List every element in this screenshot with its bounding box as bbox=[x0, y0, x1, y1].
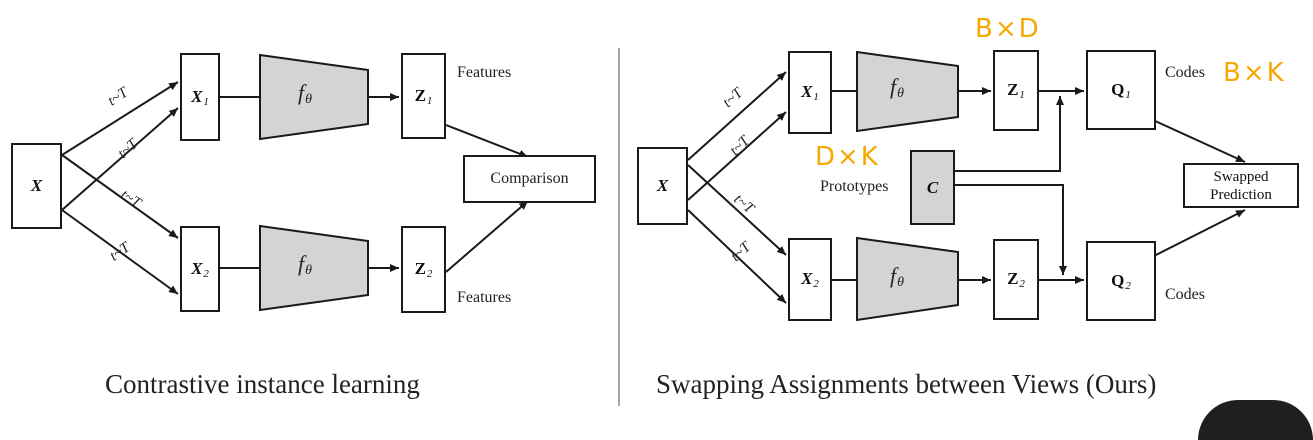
right-input-x-label: X bbox=[656, 176, 669, 195]
right-view-x1-box: X1 bbox=[788, 51, 832, 134]
right-view-x1-var: X bbox=[801, 82, 813, 101]
annotation-features-dim: B×D bbox=[975, 14, 1041, 44]
feature-z2-box: Z2 bbox=[401, 226, 446, 313]
right-view-x1-sub: 1 bbox=[813, 91, 819, 103]
code-q2-var: Q bbox=[1111, 270, 1125, 290]
view-x2-box: X2 bbox=[180, 226, 220, 312]
right-feature-z2-sub: 2 bbox=[1019, 278, 1025, 290]
line-c-to-q2-junction bbox=[955, 184, 1067, 275]
feature-z2-sub: 2 bbox=[426, 268, 433, 280]
arrow-x-to-x2-lower bbox=[61, 209, 179, 295]
feature-z1-sub: 1 bbox=[426, 94, 433, 107]
arrow-q1-to-swapped bbox=[1141, 114, 1246, 163]
view-x1-var: X bbox=[191, 86, 203, 106]
swapped-prediction-line1: Swapped bbox=[1213, 168, 1269, 185]
right-input-x-box: X bbox=[637, 147, 688, 225]
connector-layer bbox=[61, 48, 1246, 406]
codes-label-bottom: Codes bbox=[1165, 286, 1205, 303]
right-view-x2-var: X bbox=[801, 269, 813, 288]
right-feature-z2-box: Z2 bbox=[993, 239, 1039, 320]
prototypes-c-box: C bbox=[910, 150, 955, 225]
swapped-prediction-line2: Prediction bbox=[1210, 186, 1272, 203]
code-q2-box: Q2 bbox=[1086, 241, 1156, 321]
swapped-prediction-box: Swapped Prediction bbox=[1183, 163, 1299, 208]
annotation-codes-dim: B×K bbox=[1223, 58, 1286, 88]
view-x2-var: X bbox=[191, 258, 203, 278]
comparison-label: Comparison bbox=[490, 170, 569, 187]
feature-z1-box: Z1 bbox=[401, 53, 446, 139]
right-feature-z2-var: Z bbox=[1007, 269, 1019, 288]
code-q1-var: Q bbox=[1111, 79, 1125, 99]
arrow-rx-to-x2-upper bbox=[687, 164, 787, 256]
view-x2-sub: 2 bbox=[203, 267, 209, 280]
arrow-rx-to-x1-lower bbox=[687, 111, 787, 201]
right-view-x2-sub: 2 bbox=[813, 278, 819, 290]
view-x1-sub: 1 bbox=[203, 95, 209, 108]
diagram-canvas: X X1 X2 fθ fθ Z1 Z2 Features Features Co… bbox=[11, 14, 1313, 440]
comparison-box: Comparison bbox=[463, 155, 596, 203]
code-q2-sub: 2 bbox=[1125, 279, 1131, 292]
encoder-trapezoid-right-top bbox=[856, 50, 959, 133]
arrow-z1-to-comparison bbox=[445, 124, 529, 158]
encoder-trapezoid-right-bottom bbox=[856, 236, 959, 322]
arrow-z2-to-comparison bbox=[445, 200, 529, 273]
encoder-trapezoid-top bbox=[259, 53, 369, 141]
annotation-prototypes-dim: D×K bbox=[815, 142, 880, 172]
features-label-bottom: Features bbox=[457, 289, 512, 306]
right-feature-z1-box: Z1 bbox=[993, 50, 1039, 131]
encoder-label-top: fθ bbox=[298, 80, 313, 107]
right-caption: Swapping Assignments between Views (Ours… bbox=[656, 369, 1157, 399]
features-label-top: Features bbox=[457, 64, 512, 81]
left-caption: Contrastive instance learning bbox=[105, 369, 420, 399]
input-x-label: X bbox=[30, 176, 43, 195]
arrow-rx-to-x1-upper bbox=[687, 71, 787, 161]
arrow-x-to-x1-upper bbox=[61, 81, 179, 156]
encoder-label-bottom: fθ bbox=[298, 251, 313, 278]
arrow-x-to-x1-lower bbox=[61, 107, 179, 211]
input-x-box: X bbox=[11, 143, 62, 229]
right-view-x2-box: X2 bbox=[788, 238, 832, 321]
prototypes-label: Prototypes bbox=[820, 178, 889, 195]
line-c-to-q1-junction bbox=[955, 96, 1064, 172]
right-encoder-label-top: fθ bbox=[890, 74, 905, 101]
right-feature-z1-sub: 1 bbox=[1019, 89, 1025, 101]
code-q1-box: Q1 bbox=[1086, 50, 1156, 130]
prototypes-c-var: C bbox=[926, 177, 939, 197]
arrow-q2-to-swapped bbox=[1141, 209, 1246, 263]
right-encoder-label-bottom: fθ bbox=[890, 263, 905, 290]
codes-label-top: Codes bbox=[1165, 64, 1205, 81]
right-feature-z1-var: Z bbox=[1007, 80, 1019, 99]
arrow-rx-to-x2-lower bbox=[687, 209, 787, 304]
feature-z1-var: Z bbox=[414, 85, 426, 105]
encoder-trapezoid-bottom bbox=[259, 224, 369, 312]
code-q1-sub: 1 bbox=[1125, 88, 1131, 101]
arrow-x-to-x2-upper bbox=[61, 154, 179, 239]
feature-z2-var: Z bbox=[414, 259, 426, 278]
view-x1-box: X1 bbox=[180, 53, 220, 141]
